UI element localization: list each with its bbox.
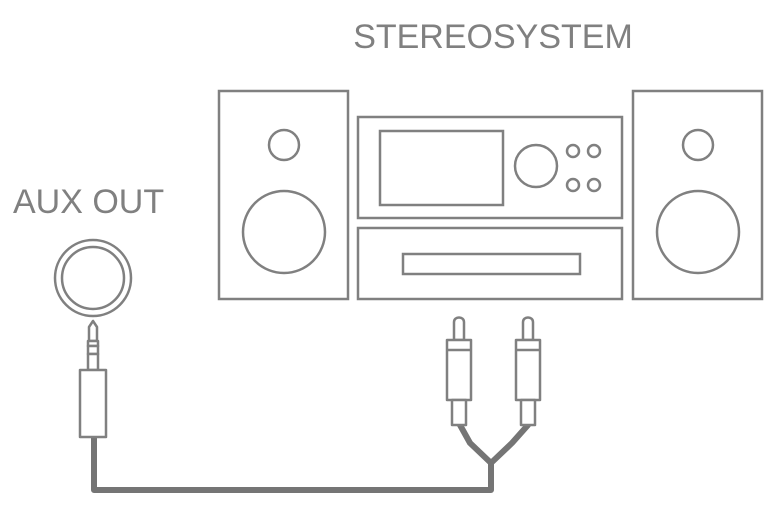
aux-out-label: AUX OUT	[13, 183, 164, 221]
button-icon	[565, 177, 581, 193]
stereo-system-label: STEREOSYSTEM	[353, 18, 633, 56]
button-icon	[586, 177, 602, 193]
receiver-unit	[356, 115, 624, 220]
button-icon	[565, 143, 581, 159]
rca-plug-right-icon	[514, 316, 542, 427]
cable	[91, 422, 531, 493]
cd-player-unit	[356, 226, 624, 301]
disc-slot	[401, 252, 582, 276]
left-speaker-icon	[217, 89, 350, 301]
button-icon	[586, 143, 602, 159]
display-screen	[378, 129, 505, 207]
aux-port-icon	[53, 238, 133, 318]
volume-knob-icon	[513, 143, 559, 189]
rca-plug-left-icon	[445, 316, 473, 427]
right-speaker-icon	[631, 89, 764, 301]
jack-plug-icon	[78, 319, 108, 439]
